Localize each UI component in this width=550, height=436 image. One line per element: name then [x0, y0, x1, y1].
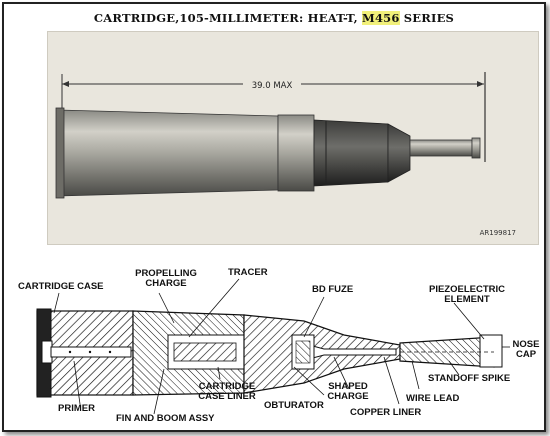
standoff-spike: [409, 139, 473, 157]
dimension-label: 39.0 MAX: [252, 81, 293, 91]
cartridge-photo: 39.0 MAX AR199817: [47, 31, 539, 245]
label-liner-line1: CARTRIDGE: [198, 381, 256, 392]
label-piezo-line1: PIEZOELECTRIC: [428, 284, 505, 295]
projectile-body: [313, 119, 389, 187]
figure-frame: CARTRIDGE,105-MILLIMETER: HEAT-T, M456 S…: [2, 2, 546, 432]
figure-title: CARTRIDGE,105-MILLIMETER: HEAT-T, M456 S…: [4, 11, 544, 25]
label-primer: PRIMER: [58, 403, 95, 414]
label-obturator: OBTURATOR: [264, 400, 324, 411]
cartridge-photo-drawing: 39.0 MAX AR199817: [55, 72, 516, 237]
label-nose-line1: NOSE: [512, 339, 540, 350]
title-highlight: M456: [362, 11, 400, 25]
label-cartridge-case: CARTRIDGE CASE: [18, 281, 104, 292]
title-text: CARTRIDGE,105-MILLIMETER: HEAT-T,: [93, 11, 363, 25]
label-copper-liner: COPPER LINER: [350, 407, 422, 418]
case-rim: [55, 107, 65, 199]
label-standoff-spike: STANDOFF SPIKE: [428, 373, 511, 384]
label-propelling-line2: CHARGE: [145, 278, 187, 289]
label-nose-line2: CAP: [515, 349, 537, 360]
label-propelling-line1: PROPELLING: [135, 268, 197, 279]
title-suffix: SERIES: [399, 11, 455, 25]
label-tracer: TRACER: [228, 267, 268, 278]
label-fin-and-boom: FIN AND BOOM ASSY: [116, 413, 215, 424]
nose-cap: [479, 334, 503, 368]
leader-lines: [53, 278, 510, 415]
label-shaped-line1: SHAPED: [328, 381, 368, 392]
cross-section-diagram: [36, 278, 510, 415]
label-piezo-line2: ELEMENT: [444, 294, 490, 305]
label-bd-fuze: BD FUZE: [312, 284, 354, 295]
label-wire-lead: WIRE LEAD: [406, 393, 460, 404]
photo-reference: AR199817: [480, 229, 516, 237]
label-liner-line2: CASE LINER: [198, 391, 256, 402]
label-shaped-line2: CHARGE: [327, 391, 369, 402]
case-body: [57, 109, 279, 197]
